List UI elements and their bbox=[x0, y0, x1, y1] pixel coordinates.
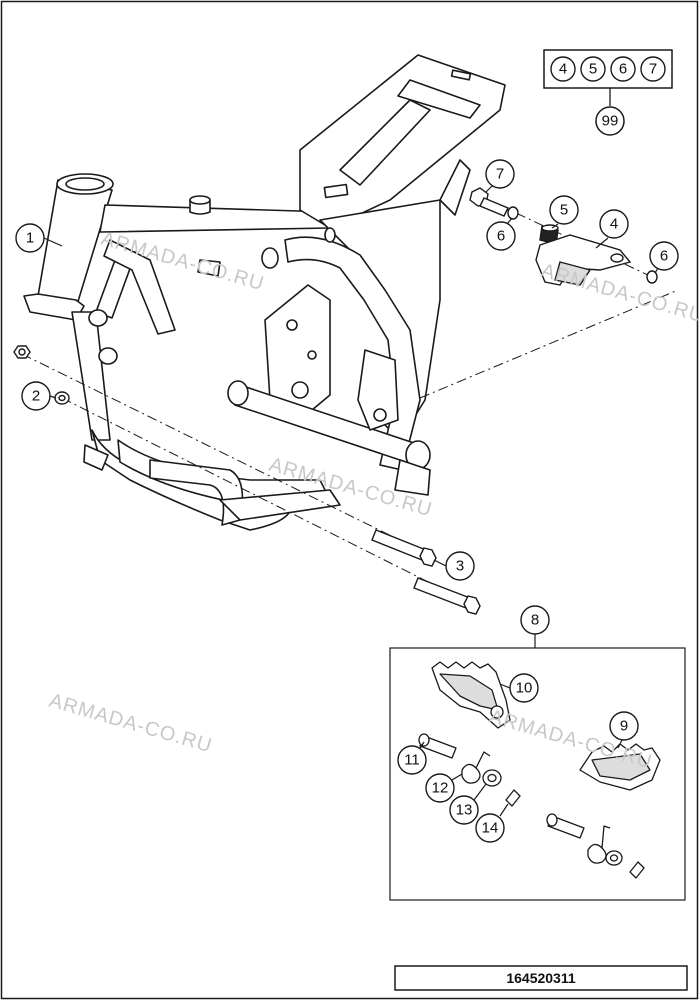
kit-item-label: 7 bbox=[649, 61, 657, 78]
callout-label: 11 bbox=[404, 752, 420, 769]
callout-label: 8 bbox=[531, 612, 539, 629]
callout-balloon bbox=[520, 605, 550, 635]
callout-leader bbox=[49, 395, 57, 399]
callout-label: 7 bbox=[496, 166, 504, 183]
callout-c4: 4 bbox=[595, 209, 629, 249]
callout-leader bbox=[473, 783, 487, 801]
hardware-left bbox=[13, 345, 70, 405]
callout-label: 14 bbox=[482, 820, 499, 837]
callout-balloon bbox=[486, 221, 516, 251]
hardware-right bbox=[469, 187, 658, 286]
kit-item-circle bbox=[610, 56, 636, 82]
callout-leader bbox=[433, 559, 447, 567]
callout-balloon bbox=[549, 195, 579, 225]
callout-balloon bbox=[425, 773, 455, 803]
callout-leader bbox=[551, 223, 559, 229]
callout-leader bbox=[595, 237, 609, 249]
callout-label: 5 bbox=[560, 202, 568, 219]
kit-table: 4 5 6 7 99 bbox=[543, 49, 673, 136]
kit-item-label: 5 bbox=[589, 61, 597, 78]
footpeg-kit-frame bbox=[389, 647, 686, 901]
callout-label: 6 bbox=[660, 248, 668, 265]
callout-label: 2 bbox=[32, 388, 40, 405]
callout-leader bbox=[451, 773, 463, 781]
callout-c14: 14 bbox=[475, 803, 509, 843]
top-tube bbox=[99, 204, 331, 233]
callout-c12: 12 bbox=[425, 773, 463, 803]
callout-label: 6 bbox=[497, 228, 505, 245]
callout-label: 13 bbox=[456, 802, 473, 819]
callout-label: 3 bbox=[456, 558, 464, 575]
part-number-frame bbox=[394, 965, 688, 991]
callout-leader bbox=[485, 185, 493, 193]
callout-c3: 3 bbox=[433, 551, 475, 581]
callout-c11: 11 bbox=[397, 741, 427, 775]
watermark-2: ARMADA-CO.RU bbox=[539, 260, 699, 328]
footpeg-parts bbox=[418, 661, 661, 879]
callout-c8: 8 bbox=[520, 605, 550, 648]
callout-label: 9 bbox=[620, 718, 628, 735]
callout-label: 4 bbox=[610, 216, 618, 233]
kit-item-circle bbox=[550, 56, 576, 82]
callout-c6b: 6 bbox=[649, 241, 679, 274]
callout-balloon bbox=[599, 209, 629, 239]
callout-balloon bbox=[609, 711, 639, 741]
alignment-lines bbox=[21, 195, 679, 604]
callout-balloon bbox=[21, 381, 51, 411]
callout-balloon bbox=[475, 813, 505, 843]
callout-label: 12 bbox=[432, 780, 449, 797]
down-tube-rear bbox=[103, 239, 176, 335]
frame-assembly bbox=[23, 54, 506, 531]
callout-balloon bbox=[15, 223, 45, 253]
bolts-3 bbox=[371, 529, 481, 615]
callout-label: 1 bbox=[26, 230, 34, 247]
kit-item-circle bbox=[580, 56, 606, 82]
callout-balloon bbox=[485, 159, 515, 189]
callout-c1: 1 bbox=[15, 223, 63, 253]
watermark-4: ARMADA-CO.RU bbox=[47, 690, 215, 758]
kit-item-label: 6 bbox=[619, 61, 627, 78]
callout-balloon bbox=[649, 241, 679, 271]
kit-number-circle bbox=[595, 106, 625, 136]
callout-c2: 2 bbox=[21, 381, 57, 411]
callout-balloon bbox=[509, 673, 539, 703]
callout-c13: 13 bbox=[449, 783, 487, 825]
callout-leader bbox=[419, 741, 425, 749]
callout-label: 10 bbox=[516, 680, 533, 697]
callout-leader bbox=[43, 237, 63, 247]
kit-number: 99 bbox=[602, 113, 619, 130]
down-tube-front bbox=[71, 311, 111, 441]
callout-c6a: 6 bbox=[486, 217, 516, 251]
callout-leader bbox=[617, 739, 623, 749]
callout-balloon bbox=[445, 551, 475, 581]
callout-c10: 10 bbox=[499, 673, 539, 703]
callout-leader bbox=[499, 683, 511, 689]
callout-balloon bbox=[397, 745, 427, 775]
callout-c7: 7 bbox=[485, 159, 515, 193]
callout-balloon bbox=[449, 795, 479, 825]
callout-c9: 9 bbox=[609, 711, 639, 749]
callout-leader bbox=[499, 803, 509, 817]
kit-item-circle bbox=[640, 56, 666, 82]
kit-item-label: 4 bbox=[559, 61, 567, 78]
part-number: 164520311 bbox=[506, 970, 576, 986]
callout-c5: 5 bbox=[549, 195, 579, 229]
